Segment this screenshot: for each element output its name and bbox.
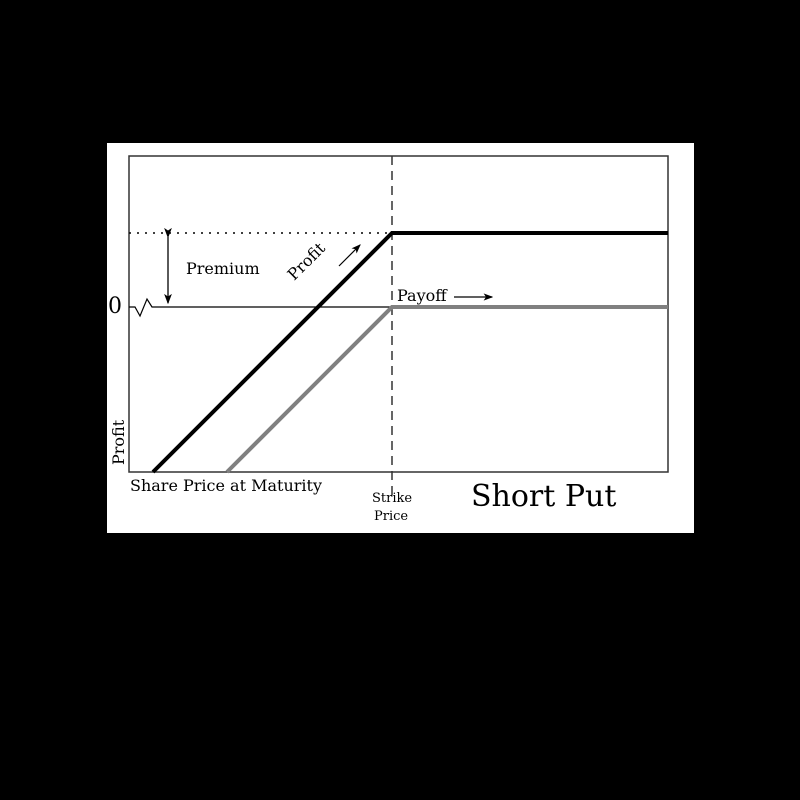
premium-label: Premium xyxy=(186,259,260,278)
strike-label-line2: Price xyxy=(374,509,409,524)
strike-label-line1: Strike xyxy=(372,491,413,506)
chart-svg xyxy=(128,155,669,500)
chart-panel: 0 Premium Profit Payoff Profit Share Pri… xyxy=(107,143,694,533)
payoff-line-label: Payoff xyxy=(397,286,447,305)
zero-tick-label: 0 xyxy=(108,294,122,319)
payoff-series-line xyxy=(225,305,668,474)
plot-frame xyxy=(128,155,669,473)
zero-axis-break xyxy=(129,297,162,318)
x-axis-label: Share Price at Maturity xyxy=(130,476,322,495)
profit-arrow xyxy=(338,244,361,267)
profit-series-line xyxy=(151,231,668,474)
y-axis-label: Profit xyxy=(109,419,128,465)
chart-title: Short Put xyxy=(471,479,617,514)
